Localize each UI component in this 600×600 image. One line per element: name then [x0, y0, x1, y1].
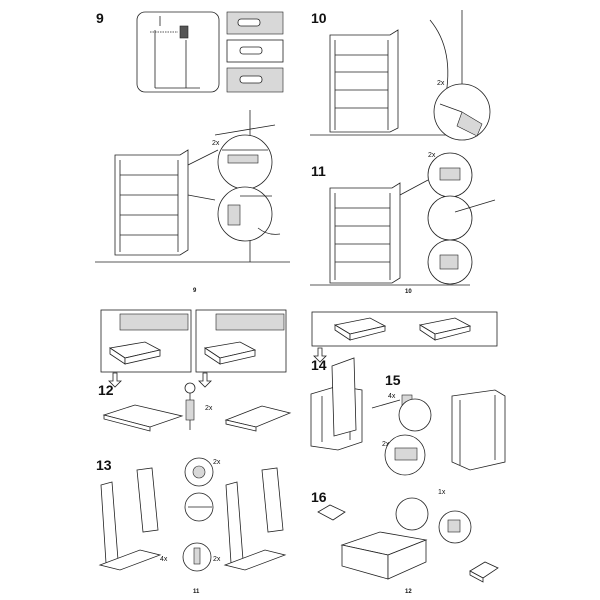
step-number-9: 9 — [96, 10, 104, 26]
page-number-11: 11 — [193, 589, 200, 595]
step-number-14: 14 — [311, 357, 327, 373]
step9-material-swatches — [226, 11, 284, 93]
qty-s13-bottom-left: 4x — [160, 556, 168, 563]
step11-zoom-circles — [427, 152, 496, 285]
step16-assembly — [317, 497, 499, 583]
step9-zoom-circles — [214, 124, 281, 242]
step9-detail-box — [136, 11, 220, 93]
qty-s11-wall: 2x — [428, 152, 436, 159]
step11-bookcase — [310, 179, 470, 286]
qty-s16: 1x — [438, 489, 446, 496]
arrows-down — [108, 347, 327, 388]
page-number-12: 12 — [405, 589, 412, 595]
step-number-11: 11 — [311, 163, 326, 179]
qty-s13-bottom-right: 2x — [213, 556, 221, 563]
step10-bookcase — [310, 10, 470, 136]
step13-left-frame — [98, 467, 162, 571]
step15-assembly — [371, 389, 506, 476]
step10-drill-circle — [429, 19, 491, 141]
drawer-kit-a — [100, 309, 192, 373]
step9-bookcase — [95, 110, 290, 263]
step-number-12: 12 — [98, 382, 114, 398]
page-number-9: 9 — [193, 288, 197, 294]
step14-drawer-front — [310, 357, 363, 451]
step-number-15: 15 — [385, 372, 401, 388]
drawers-right-box — [311, 311, 498, 347]
page-number-10: 10 — [405, 289, 412, 295]
qty-s9-clip: 2x — [212, 140, 220, 147]
qty-s15-clip: 2x — [382, 441, 390, 448]
qty-s12: 2x — [205, 405, 213, 412]
step-number-10: 10 — [311, 10, 327, 26]
step-number-13: 13 — [96, 457, 112, 473]
qty-s10-drill: 2x — [437, 80, 445, 87]
step-number-16: 16 — [311, 489, 327, 505]
qty-s13-dowel: 2x — [213, 459, 221, 466]
step13-right-frame — [223, 467, 287, 571]
qty-s15-screw: 4x — [388, 393, 396, 400]
drawer-kit-b — [195, 309, 287, 373]
step12-panels — [102, 382, 292, 432]
step13-zoom-circles — [182, 457, 214, 572]
